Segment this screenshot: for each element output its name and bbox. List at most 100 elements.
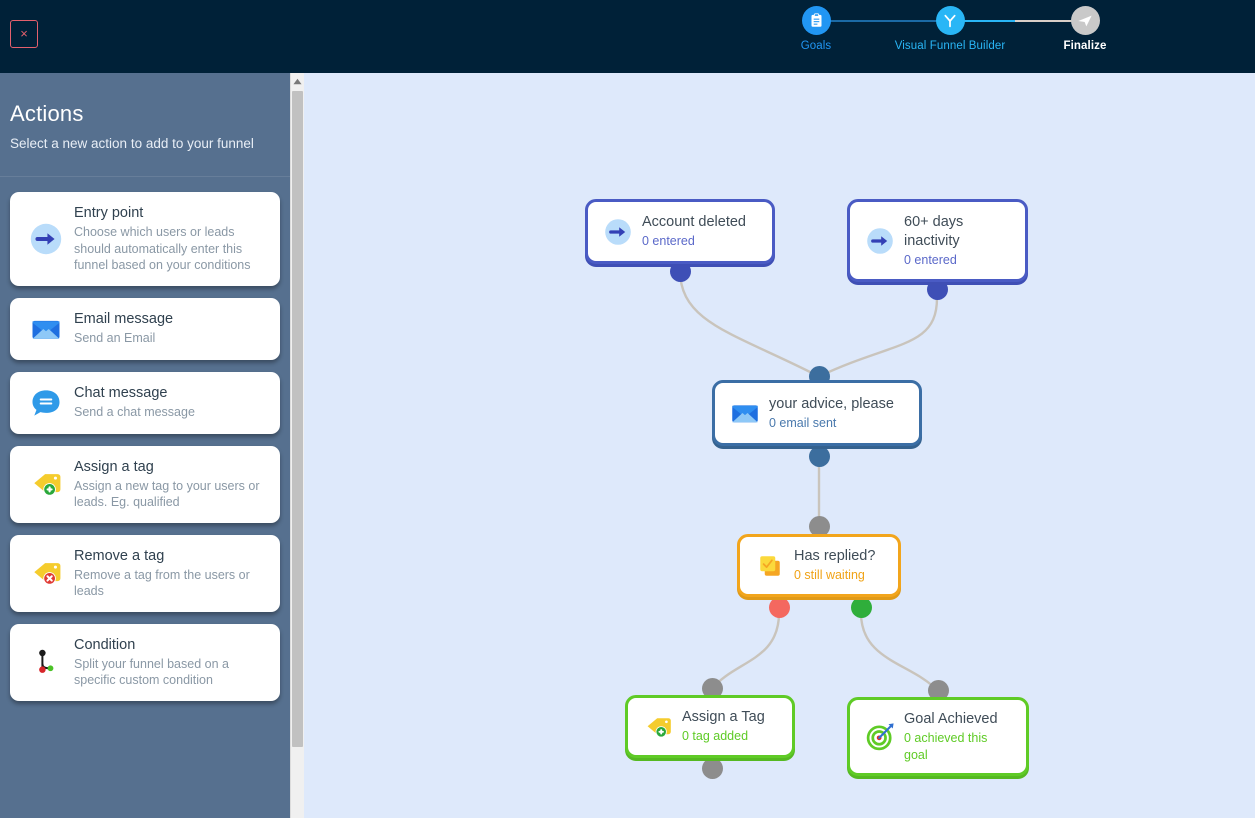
action-title: Email message	[74, 311, 174, 328]
stepper-label-finalize: Finalize	[1063, 40, 1107, 52]
action-card-email-message[interactable]: Email message Send an Email	[10, 297, 280, 360]
envelope-icon	[32, 320, 60, 339]
node-port-email-out[interactable]	[809, 446, 830, 467]
scroll-up-button[interactable]	[291, 73, 304, 90]
node-text: Has replied? 0 still waiting	[794, 547, 886, 584]
action-title: Condition	[74, 636, 136, 653]
node-port-assign-tag-out[interactable]	[702, 758, 723, 779]
action-card-condition[interactable]: Condition Split your funnel based on a s…	[10, 623, 280, 701]
node-text: Assign a Tag 0 tag added	[682, 708, 780, 745]
sidebar-scrollbar-track[interactable]	[290, 73, 304, 818]
action-card-remove-a-tag[interactable]: Remove a tag Remove a tag from the users…	[10, 534, 280, 612]
action-icon-wrap	[18, 555, 74, 591]
stepper-line-1	[830, 20, 950, 22]
stepper-circle-visual-funnel-builder	[935, 6, 965, 35]
action-text: Chat message Send a chat message	[74, 384, 268, 421]
action-text: Assign a tag Assign a new tag to your us…	[74, 458, 268, 511]
edge-account-deleted-to-email	[678, 269, 819, 378]
action-desc: Send an Email	[74, 331, 156, 346]
action-desc: Assign a new tag to your users or leads.…	[74, 478, 260, 510]
sidebar-subtitle: Select a new action to add to your funne…	[10, 136, 254, 151]
action-card-assign-a-tag[interactable]: Assign a tag Assign a new tag to your us…	[10, 445, 280, 523]
funnel-fork-icon	[944, 14, 956, 27]
stepper-step-finalize[interactable]: Finalize	[1025, 6, 1145, 52]
sidebar-title: Actions	[10, 101, 84, 126]
node-subtitle: 0 tag added	[682, 729, 749, 743]
action-list: Entry point Choose which users or leads …	[0, 177, 290, 723]
node-title: 60+ days inactivity	[904, 213, 964, 249]
tag-plus-icon	[647, 717, 671, 737]
node-title: Has replied?	[794, 548, 876, 564]
actions-sidebar: Actions Select a new action to add to yo…	[0, 73, 290, 818]
chat-bubble-icon	[32, 389, 60, 416]
node-goal-achieved[interactable]: Goal Achieved 0 achieved this goal	[847, 697, 1029, 776]
top-bar: × Goals	[0, 0, 1255, 73]
action-desc: Send a chat message	[74, 405, 195, 420]
arrow-right-circle-icon	[867, 227, 893, 254]
action-icon-wrap	[18, 644, 74, 680]
node-subtitle: 0 email sent	[769, 415, 837, 430]
close-icon: ×	[20, 26, 28, 41]
node-port-goal-in[interactable]	[928, 680, 949, 701]
tag-plus-icon	[34, 474, 61, 496]
stepper-step-goals[interactable]: Goals	[756, 6, 876, 52]
envelope-icon	[732, 405, 758, 423]
node-icon-wrap	[746, 551, 794, 581]
clipboard-icon	[811, 13, 821, 27]
node-subtitle: 0 entered	[642, 234, 695, 248]
edge-inactivity-to-email	[819, 297, 939, 378]
node-title: Account deleted	[642, 214, 746, 230]
paper-plane-icon	[1078, 15, 1092, 26]
node-has-replied[interactable]: Has replied? 0 still waiting	[737, 534, 901, 597]
node-port-assign-tag-in[interactable]	[702, 678, 723, 699]
node-icon-wrap	[856, 225, 904, 257]
arrow-right-circle-icon	[605, 218, 631, 245]
action-text: Condition Split your funnel based on a s…	[74, 636, 268, 689]
action-card-entry-point[interactable]: Entry point Choose which users or leads …	[10, 192, 280, 286]
node-port-condition-in[interactable]	[809, 516, 830, 537]
node-title: your advice, please	[769, 395, 894, 412]
caret-up-icon	[293, 78, 302, 85]
node-port-inactivity-out[interactable]	[927, 279, 948, 300]
stepper-line-3	[1015, 20, 1085, 22]
action-desc: Choose which users or leads should autom…	[74, 225, 251, 272]
node-icon-wrap	[634, 711, 682, 743]
stepper-circle-goals	[801, 6, 831, 35]
node-title: Assign a Tag	[682, 709, 765, 725]
node-text: Goal Achieved 0 achieved this goal	[904, 710, 1014, 764]
node-port-condition-out-no[interactable]	[769, 597, 790, 618]
arrow-right-circle-icon	[30, 223, 62, 254]
sidebar-divider	[0, 176, 290, 177]
action-icon-wrap	[18, 385, 74, 421]
node-email-your-advice-please[interactable]: your advice, please 0 email sent	[712, 380, 922, 446]
node-account-deleted[interactable]: Account deleted 0 entered	[585, 199, 775, 264]
stepper-label-visual-funnel-builder: Visual Funnel Builder	[894, 40, 1006, 52]
sidebar-header: Actions Select a new action to add to yo…	[0, 73, 290, 176]
node-subtitle: 0 entered	[904, 252, 957, 267]
branch-condition-icon	[39, 649, 54, 673]
action-icon-wrap	[18, 311, 74, 347]
action-icon-wrap	[18, 220, 74, 258]
funnel-canvas[interactable]: Account deleted 0 entered 60+ days inact…	[304, 73, 1255, 818]
action-desc: Remove a tag from the users or leads	[74, 567, 250, 599]
target-dart-icon	[866, 722, 894, 750]
close-button[interactable]: ×	[10, 20, 38, 48]
node-port-condition-out-yes[interactable]	[851, 597, 872, 618]
edge-condition-yes-to-goal	[859, 612, 939, 692]
action-text: Email message Send an Email	[74, 310, 268, 347]
action-text: Entry point Choose which users or leads …	[74, 204, 268, 274]
stepper-circle-finalize	[1070, 6, 1100, 35]
wizard-stepper: Goals Visual Funnel Builder	[780, 6, 1140, 68]
node-text: 60+ days inactivity 0 entered	[904, 213, 1013, 269]
action-card-chat-message[interactable]: Chat message Send a chat message	[10, 371, 280, 434]
tag-remove-icon	[34, 563, 61, 585]
sidebar-scrollbar-thumb[interactable]	[292, 91, 303, 747]
node-port-account-deleted-out[interactable]	[670, 261, 691, 282]
stepper-step-visual-funnel-builder[interactable]: Visual Funnel Builder	[890, 6, 1010, 52]
node-icon-wrap	[721, 396, 769, 430]
node-assign-a-tag[interactable]: Assign a Tag 0 tag added	[625, 695, 795, 758]
node-icon-wrap	[856, 720, 904, 754]
node-subtitle: 0 achieved this goal	[904, 730, 988, 762]
action-title: Assign a tag	[74, 458, 154, 475]
node-inactivity[interactable]: 60+ days inactivity 0 entered	[847, 199, 1028, 282]
